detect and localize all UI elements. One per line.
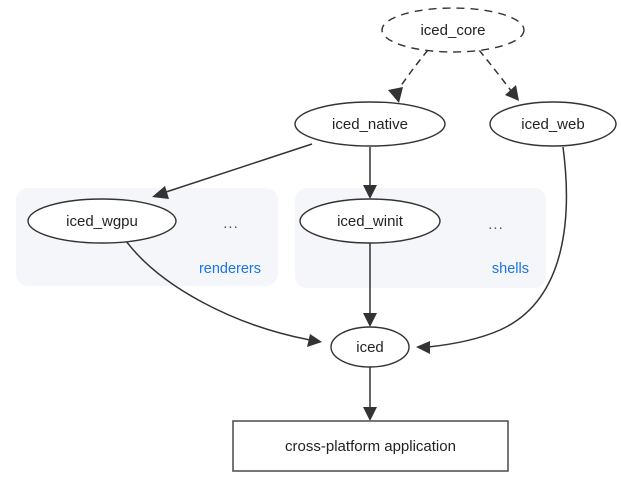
node-iced-web[interactable]: iced_web [489,101,617,147]
edge-iced-web-to-iced-line [427,146,568,348]
edge-iced-native-to-iced-wgpu [152,143,313,199]
node-iced-wgpu-shape[interactable] [27,198,177,244]
edge-iced-wgpu-to-iced [125,240,322,347]
cluster-renderers-label: renderers [199,261,261,277]
edge-iced-native-to-iced-wgpu-line [162,143,313,194]
node-iced-native-shape[interactable] [294,101,446,147]
edge-iced-wgpu-to-iced-arrowhead [307,334,322,347]
edge-iced-core-to-iced-native-arrowhead [388,87,403,103]
node-iced-core-shape[interactable] [381,7,525,53]
node-iced-winit[interactable]: iced_winit [299,198,441,244]
node-iced-core[interactable]: iced_core [381,7,525,53]
edge-iced-core-to-iced-native-line [395,49,429,94]
cluster-shells-ellipsis: ... [488,216,504,233]
cluster-renderers-ellipsis: ... [223,215,239,232]
edge-iced-core-to-iced-web-line [478,49,513,93]
node-iced-wgpu[interactable]: iced_wgpu [27,198,177,244]
edge-iced-web-to-iced-arrowhead [416,341,430,354]
edge-iced-core-to-iced-native [388,49,429,103]
node-iced-winit-shape[interactable] [299,198,441,244]
edge-iced-native-to-iced-winit-arrowhead [363,185,377,199]
edge-iced-winit-to-iced [363,243,377,327]
edge-iced-native-to-iced-winit [363,147,377,199]
cluster-shells-label: shells [492,261,529,277]
edge-iced-native-to-iced-wgpu-arrowhead [152,186,169,199]
node-cross-platform-application[interactable]: cross-platform application [232,420,509,472]
edge-iced-winit-to-iced-arrowhead [363,313,377,327]
edge-iced-web-to-iced [416,146,568,354]
edge-iced-to-application [363,367,377,421]
node-iced-native[interactable]: iced_native [294,101,446,147]
edge-iced-core-to-iced-web [478,49,519,101]
edge-iced-to-application-arrowhead [363,407,377,421]
edge-iced-wgpu-to-iced-line [125,240,311,341]
node-iced-shape[interactable] [330,326,410,368]
edge-iced-core-to-iced-web-arrowhead [505,85,519,101]
node-iced-web-shape[interactable] [489,101,617,147]
node-cross-platform-application-shape[interactable] [232,420,509,472]
node-iced[interactable]: iced [330,326,410,368]
